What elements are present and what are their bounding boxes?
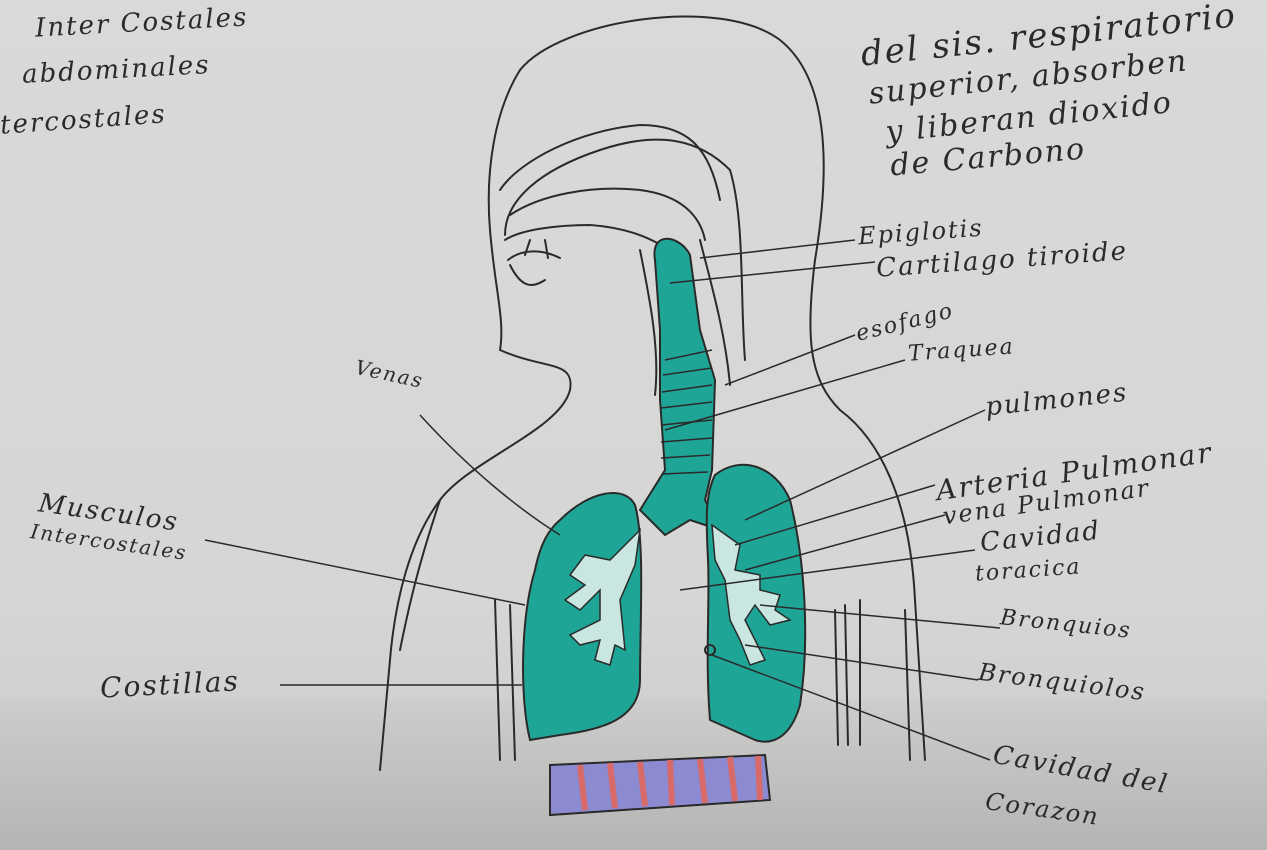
leader-epiglotis	[700, 240, 855, 258]
leader-musculos	[205, 540, 525, 605]
left-lung	[523, 493, 641, 740]
nasal-cavity	[505, 140, 745, 360]
leader-venas	[420, 415, 560, 535]
diaphragm-band	[550, 755, 770, 815]
leader-cartilago	[670, 262, 875, 283]
trachea	[640, 239, 720, 535]
right-shoulder	[835, 600, 860, 745]
